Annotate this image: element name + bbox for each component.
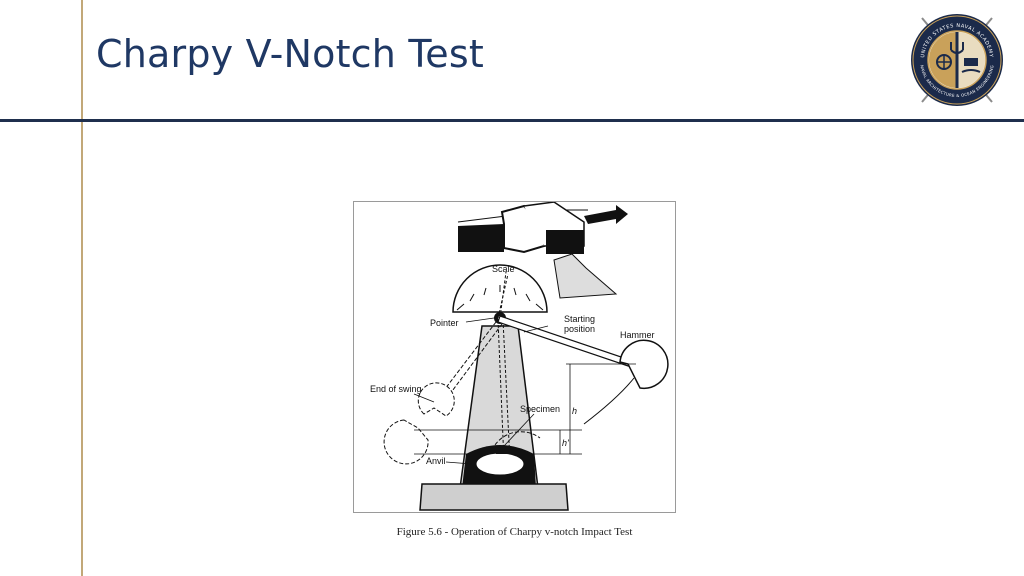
vertical-accent-line — [81, 0, 83, 576]
label-h-prime: h' — [562, 438, 569, 448]
label-starting-position-line1: Starting — [564, 314, 595, 324]
label-starting-position-line2: position — [564, 324, 595, 334]
label-hammer: Hammer — [620, 330, 655, 340]
title-underline-rule — [0, 119, 1024, 122]
label-end-of-swing: End of swing — [370, 384, 422, 394]
label-specimen: Specimen — [520, 404, 560, 414]
pointer-line — [499, 271, 507, 319]
label-scale: Scale — [492, 264, 515, 274]
figure-caption: Figure 5.6 - Operation of Charpy v-notch… — [396, 526, 633, 538]
label-h: h — [572, 406, 577, 416]
machine-base — [419, 483, 569, 511]
logo-seal-graphic: UNITED STATES NAVAL ACADEMY NAVAL ARCHIT… — [911, 14, 1003, 106]
label-anvil: Anvil — [426, 456, 446, 466]
hammer-starting-position — [497, 315, 669, 390]
specimen — [496, 446, 510, 454]
charpy-diagram: Scale Pointer Starting position Hammer E… — [370, 202, 669, 511]
label-pointer: Pointer — [430, 318, 459, 328]
hammer-end-of-swing — [383, 321, 503, 465]
specimen-inset-drawing — [457, 202, 628, 299]
slide-title: Charpy V-Notch Test — [96, 32, 484, 76]
charpy-apparatus-figure: Scale Pointer Starting position Hammer E… — [353, 201, 676, 513]
usna-naoe-logo: UNITED STATES NAVAL ACADEMY NAVAL ARCHIT… — [908, 10, 1006, 110]
